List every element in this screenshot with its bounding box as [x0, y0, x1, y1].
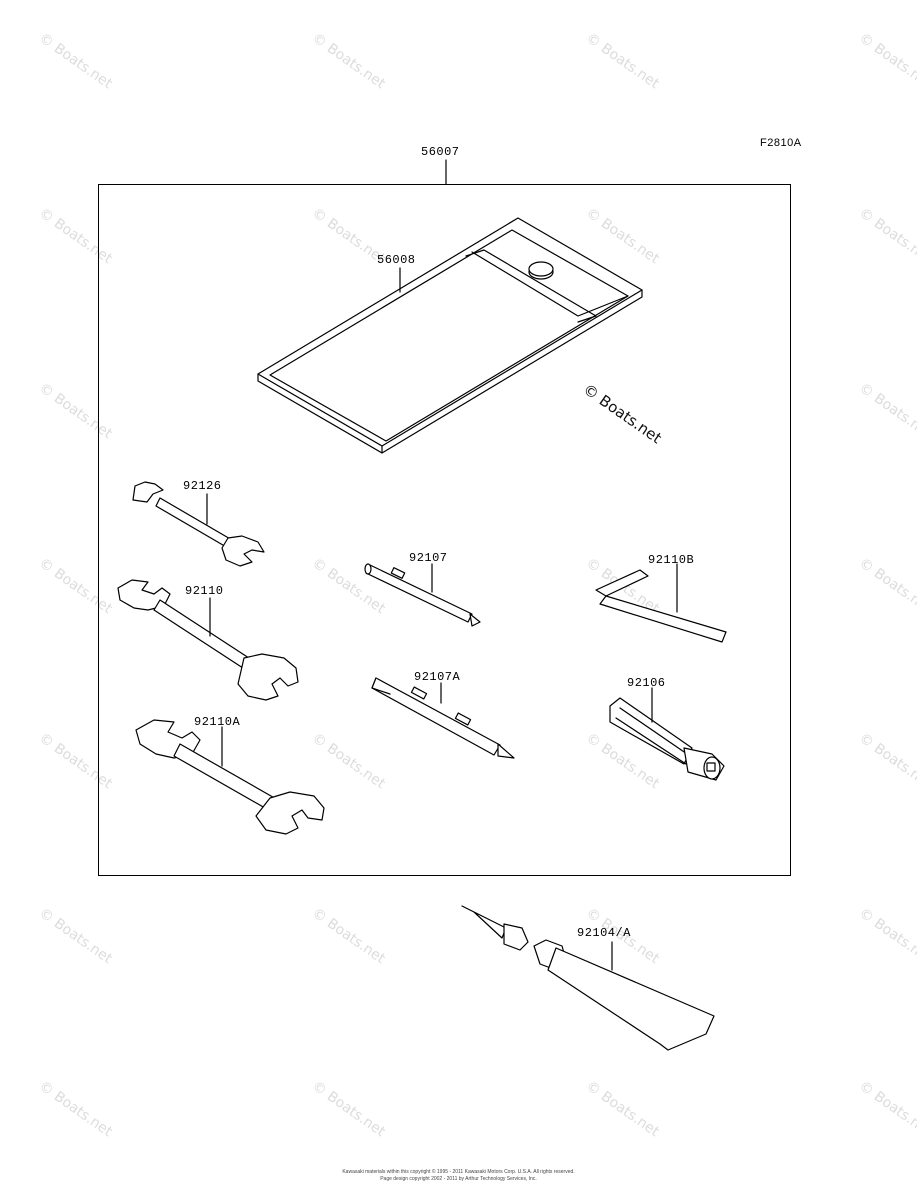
footer-copyright: Kawasaki materials within this copyright… — [342, 1169, 575, 1175]
tool-bag-drawing — [257, 217, 643, 454]
wrench-medium-drawing — [117, 579, 299, 701]
diagram-code: F2810A — [760, 137, 802, 149]
hex-key-drawing — [595, 563, 727, 643]
handle-drawing — [609, 687, 725, 781]
label-screwdriver-bit: 92107 — [409, 551, 448, 565]
label-tool-bag: 56008 — [377, 253, 416, 267]
label-screwdriver-bit-a: 92107A — [414, 670, 461, 684]
label-wrench-medium: 92110 — [185, 584, 224, 598]
screwdriver-bit-a-drawing — [371, 677, 515, 759]
tool-kit-frame — [98, 184, 791, 876]
label-handle: 92106 — [627, 676, 666, 690]
label-wrench-large: 92110A — [194, 715, 241, 729]
footer-design-credit: Page design copyright 2002 - 2011 by Art… — [380, 1176, 537, 1182]
label-kit-part: 56007 — [421, 145, 460, 159]
label-wrench-small: 92126 — [183, 479, 222, 493]
label-hex-key: 92110B — [648, 553, 695, 567]
label-grease-tube: 92104/A — [577, 926, 631, 940]
grease-tube-drawing — [461, 905, 715, 1051]
screwdriver-bit-drawing — [364, 563, 481, 627]
wrench-large-drawing — [135, 719, 325, 835]
wrench-small-drawing — [132, 481, 265, 567]
